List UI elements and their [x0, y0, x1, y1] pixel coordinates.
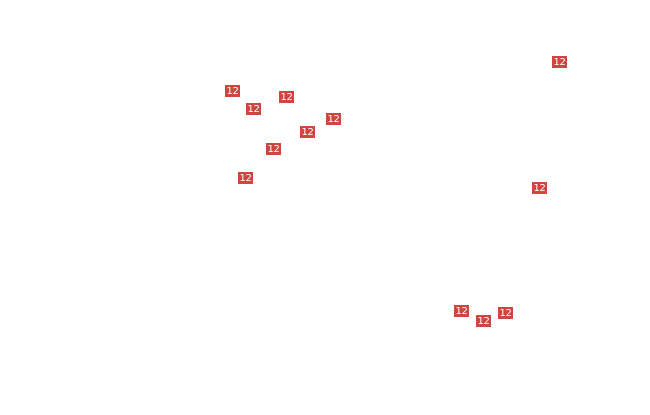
- map-marker[interactable]: 12: [551, 55, 568, 69]
- map-marker[interactable]: 12: [475, 314, 492, 328]
- map-marker[interactable]: 12: [237, 171, 254, 185]
- map-marker[interactable]: 12: [325, 112, 342, 126]
- map-marker[interactable]: 12: [224, 84, 241, 98]
- map-marker[interactable]: 12: [265, 142, 282, 156]
- map-marker[interactable]: 12: [531, 181, 548, 195]
- map-marker[interactable]: 12: [245, 102, 262, 116]
- map-marker[interactable]: 12: [497, 306, 514, 320]
- map-marker[interactable]: 12: [299, 125, 316, 139]
- map-marker[interactable]: 12: [278, 90, 295, 104]
- map-marker[interactable]: 12: [453, 304, 470, 318]
